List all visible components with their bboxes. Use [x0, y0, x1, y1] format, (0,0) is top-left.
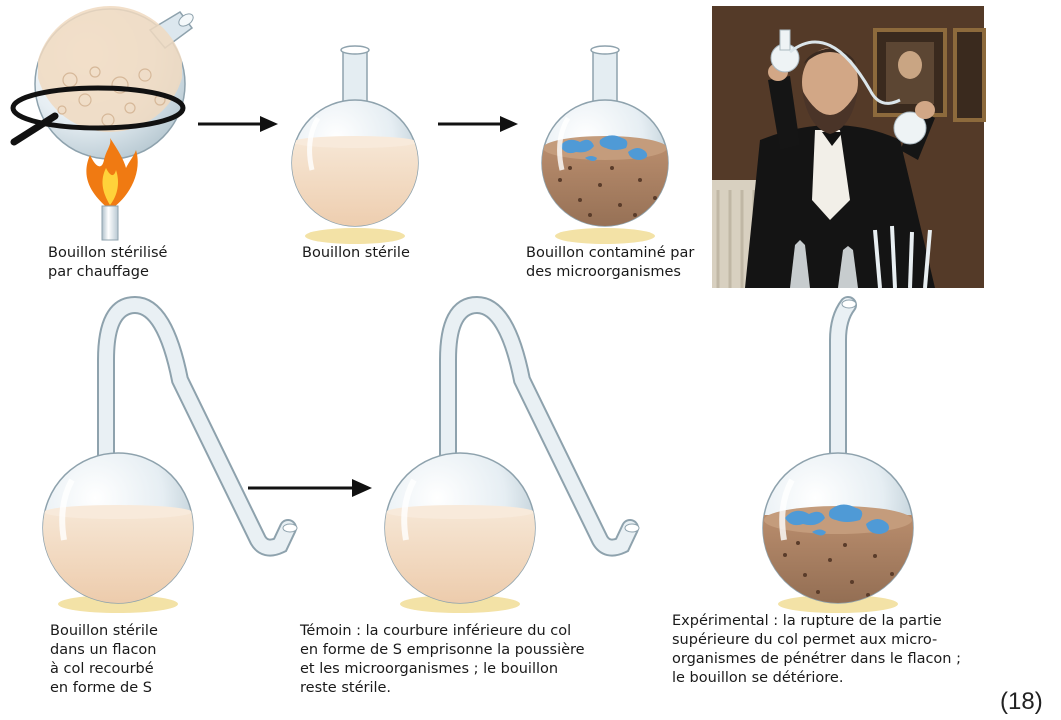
arrow-icon: [198, 116, 278, 132]
caption-heated: Bouillon stérilisé par chauffage: [48, 244, 167, 282]
caption-contaminated: Bouillon contaminé par des microorganism…: [526, 244, 694, 282]
sterile-flask-icon: [280, 46, 430, 244]
arrow-icon: [248, 479, 372, 497]
experimental-flask-icon: [760, 300, 920, 615]
swan-neck-flask-icon: [40, 305, 297, 613]
heated-flask-icon: [13, 6, 195, 240]
arrow-icon: [438, 116, 518, 132]
contaminated-flask-icon: [530, 46, 680, 245]
caption-sterile: Bouillon stérile: [302, 244, 410, 263]
caption-swan-neck: Bouillon stérile dans un flacon à col re…: [50, 622, 158, 698]
caption-control: Témoin : la courbure inférieure du col e…: [300, 622, 585, 698]
reference-number: (18): [1000, 688, 1043, 716]
portrait-illustration: [712, 6, 984, 288]
control-flask-icon: [382, 305, 639, 613]
caption-experimental: Expérimental : la rupture de la partie s…: [672, 612, 961, 688]
